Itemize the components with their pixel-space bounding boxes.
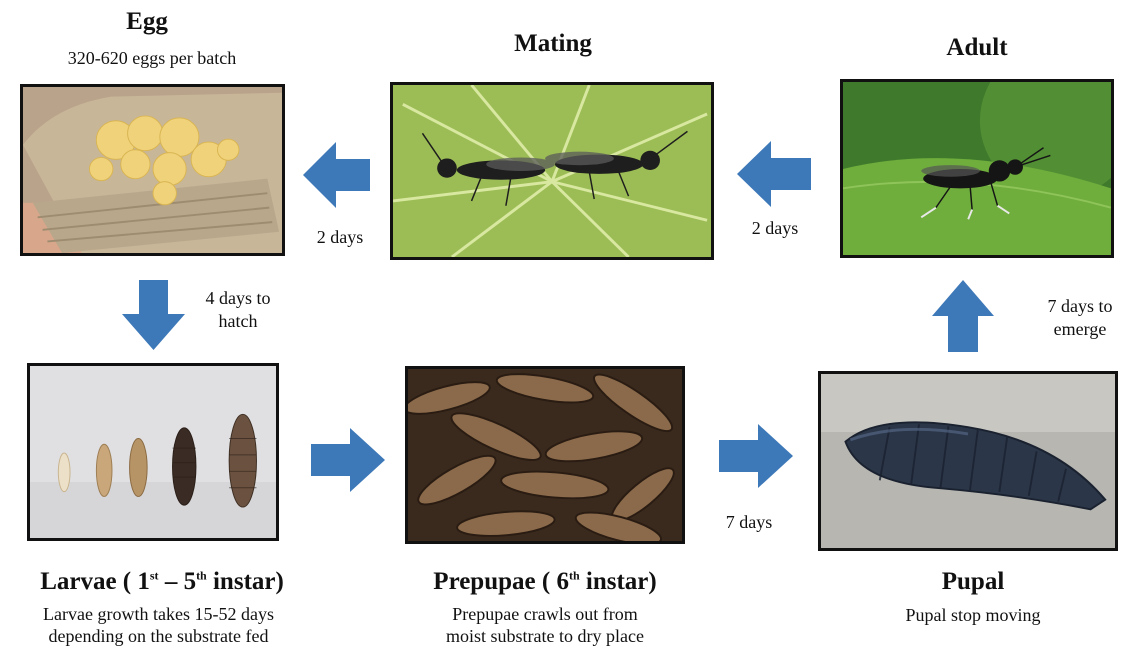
larvae-title: Larvae ( 1st – 5th instar) [0, 568, 324, 596]
arrow-prepupae-to-pupal [719, 424, 793, 488]
arrow-pupal-to-adult [932, 280, 994, 352]
arrow-egg-to-larvae [122, 280, 185, 350]
adult-fly-photo [840, 79, 1114, 258]
label-prepupae-to-pupal: 7 days [709, 511, 789, 534]
egg-cluster-photo [20, 84, 285, 256]
larvae-description: Larvae growth takes 15-52 days depending… [0, 603, 317, 647]
arrow-larvae-to-prepupae [311, 428, 385, 492]
prepupae-description: Prepupae crawls out from moist substrate… [410, 603, 680, 647]
label-pupal-to-adult: 7 days to emerge [1030, 295, 1129, 341]
arrow-adult-to-mating [737, 141, 811, 207]
larvae-instars-photo [27, 363, 279, 541]
label-adult-to-mating: 2 days [735, 217, 815, 240]
egg-subtitle: 320-620 eggs per batch [37, 47, 267, 69]
mating-flies-photo [390, 82, 714, 260]
pupal-subtitle: Pupal stop moving [868, 604, 1078, 626]
prepupae-title: Prepupae ( 6th instar) [395, 568, 695, 596]
pupa-photo [818, 371, 1118, 551]
prepupae-photo [405, 366, 685, 544]
label-egg-to-larvae: 4 days to hatch [188, 287, 288, 333]
egg-title: Egg [92, 8, 202, 36]
mating-title: Mating [498, 30, 608, 58]
adult-title: Adult [922, 34, 1032, 62]
pupal-title: Pupal [918, 568, 1028, 596]
arrow-mating-to-egg [303, 142, 370, 208]
label-mating-to-egg: 2 days [300, 226, 380, 249]
